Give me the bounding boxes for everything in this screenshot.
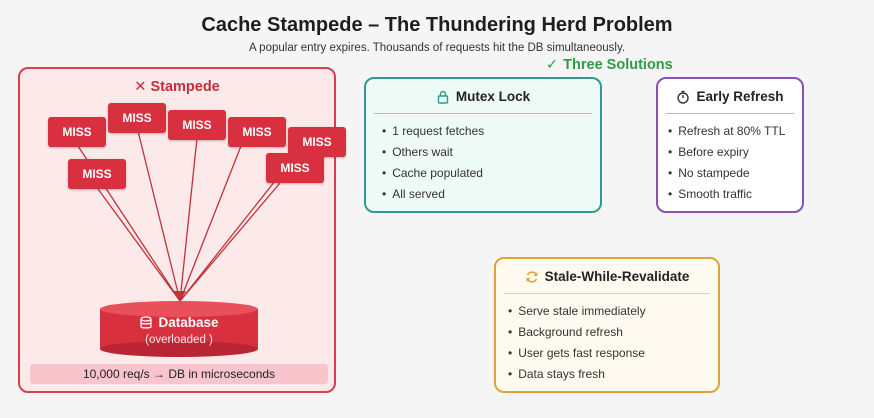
mutex-lock-card: Mutex Lock •1 request fetches •Others wa… (364, 77, 602, 213)
stale-while-revalidate-title-label: Stale-While-Revalidate (544, 269, 690, 284)
stampede-title-label: Stampede (150, 79, 220, 95)
divider (374, 113, 592, 114)
lock-icon (437, 90, 449, 104)
miss-box: MISS (68, 159, 126, 189)
list-item: •Smooth traffic (668, 187, 753, 201)
list-item: •User gets fast response (508, 346, 645, 360)
request-rate-bar: 10,000 req/s → DB in microseconds (30, 364, 328, 384)
refresh-icon (526, 270, 538, 283)
list-item: •Before expiry (668, 145, 749, 159)
early-refresh-title-label: Early Refresh (696, 89, 784, 104)
list-item: •Cache populated (382, 166, 483, 180)
miss-box: MISS (168, 110, 226, 140)
divider (666, 113, 794, 114)
mutex-lock-list: •1 request fetches •Others wait •Cache p… (382, 121, 484, 205)
check-icon: ✓ (546, 57, 559, 73)
miss-box: MISS (48, 117, 106, 147)
database-status: (overloaded ) (145, 334, 213, 346)
miss-box: MISS (288, 127, 346, 157)
database-shape (100, 301, 258, 357)
page-subtitle: A popular entry expires. Thousands of re… (248, 42, 626, 54)
divider (504, 293, 710, 294)
database-cylinder: Database (overloaded ) (100, 301, 258, 357)
database-label: Database (100, 315, 258, 330)
stale-while-revalidate-title: Stale-While-Revalidate (496, 269, 718, 284)
list-item: •Serve stale immediately (508, 304, 646, 318)
list-item: •Data stays fresh (508, 367, 605, 381)
list-item: •All served (382, 187, 445, 201)
x-icon: ✕ (134, 79, 147, 95)
mutex-lock-title: Mutex Lock (366, 89, 600, 104)
mutex-lock-title-label: Mutex Lock (455, 89, 531, 104)
timer-icon (677, 90, 690, 104)
stale-while-revalidate-card: Stale-While-Revalidate •Serve stale imme… (494, 257, 720, 393)
solutions-heading-label: Three Solutions (563, 57, 673, 73)
list-item: •Refresh at 80% TTL (668, 124, 786, 138)
early-refresh-title: Early Refresh (658, 89, 802, 104)
list-item: •Others wait (382, 145, 453, 159)
stampede-panel: ✕ Stampede MISS MISS MISS MISS MISS MISS… (18, 67, 346, 393)
miss-box: MISS (108, 103, 166, 133)
miss-box: MISS (266, 153, 324, 183)
early-refresh-list: •Refresh at 80% TTL •Before expiry •No s… (668, 121, 785, 205)
list-item: •No stampede (668, 166, 750, 180)
list-item: •1 request fetches (382, 124, 485, 138)
stampede-title: ✕ Stampede (20, 79, 334, 95)
miss-box: MISS (228, 117, 286, 147)
page-title: Cache Stampede – The Thundering Herd Pro… (201, 14, 673, 36)
stale-while-revalidate-list: •Serve stale immediately •Background ref… (508, 301, 646, 385)
database-icon (140, 315, 153, 329)
list-item: •Background refresh (508, 325, 623, 339)
solutions-heading: ✓ Three Solutions (546, 57, 673, 73)
early-refresh-card: Early Refresh •Refresh at 80% TTL •Befor… (656, 77, 804, 213)
database-label-text: Database (158, 315, 219, 330)
